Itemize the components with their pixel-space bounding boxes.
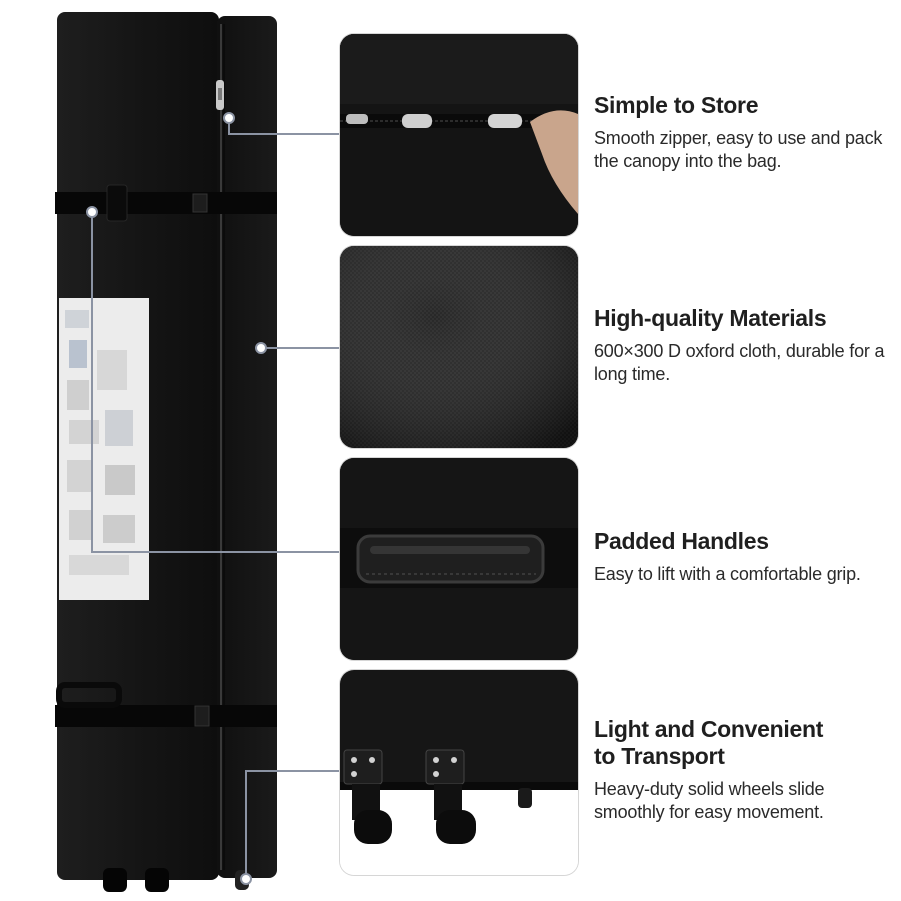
- feature-title: Padded Handles: [594, 528, 769, 554]
- feature-light-transport: Light and Convenient to Transport Heavy-…: [594, 716, 894, 824]
- feature-description: Heavy-duty solid wheels slide smoothly f…: [594, 779, 825, 822]
- feature-title-line-2: to Transport: [594, 743, 725, 769]
- fabric-closeup-panel: [340, 246, 578, 448]
- feature-simple-to-store: Simple to Store Smooth zipper, easy to u…: [594, 92, 894, 173]
- wheel-right-icon: [425, 749, 476, 844]
- feature-description: Smooth zipper, easy to use and pack the …: [594, 128, 883, 171]
- zipper-closeup-panel: [340, 34, 578, 236]
- zipper-pull-icon: [216, 80, 224, 110]
- wheel-left-icon: [343, 749, 392, 844]
- handle-closeup-panel: [340, 458, 578, 660]
- feature-title: Light and Convenient to Transport: [594, 716, 894, 770]
- canopy-storage-bag: [55, 10, 285, 895]
- feature-description: Easy to lift with a comfortable grip.: [594, 564, 861, 584]
- feature-high-quality-materials: High-quality Materials 600×300 D oxford …: [594, 305, 894, 386]
- feature-title-line-1: Light and Convenient: [594, 716, 824, 742]
- feature-description: 600×300 D oxford cloth, durable for a lo…: [594, 341, 885, 384]
- feature-title: Simple to Store: [594, 92, 759, 118]
- instruction-label: [59, 298, 149, 600]
- feature-padded-handles: Padded Handles Easy to lift with a comfo…: [594, 528, 894, 586]
- wheels-closeup-panel: [340, 670, 578, 875]
- feature-title: High-quality Materials: [594, 305, 827, 331]
